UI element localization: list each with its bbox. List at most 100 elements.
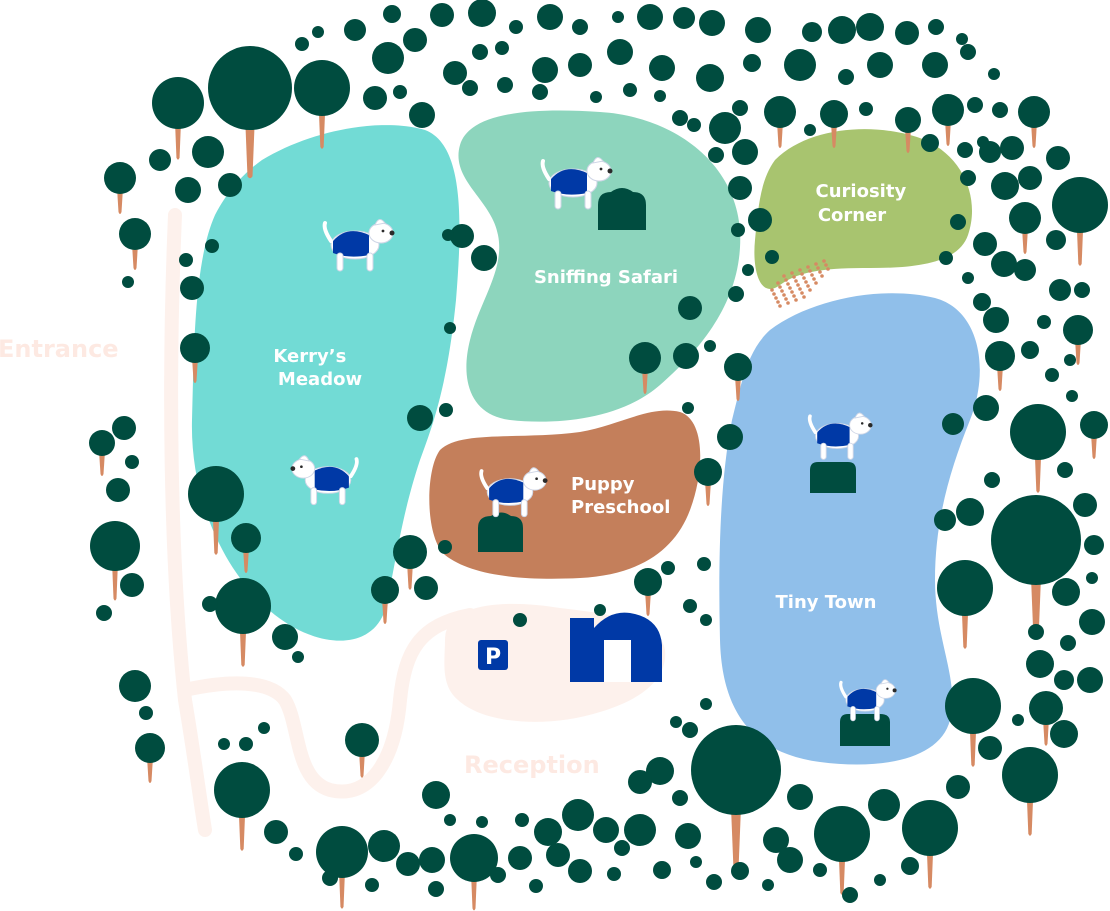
- tree-icon: [497, 77, 513, 93]
- tree-icon: [984, 472, 1000, 488]
- tree-icon: [946, 775, 970, 799]
- tree-canopy: [675, 823, 701, 849]
- tree-canopy: [122, 276, 134, 288]
- tree-canopy: [978, 736, 1002, 760]
- tree-canopy: [717, 424, 743, 450]
- tree-icon: [706, 874, 722, 890]
- tree-canopy: [407, 405, 433, 431]
- tree-icon: [1052, 578, 1080, 606]
- tree-canopy: [991, 172, 1019, 200]
- tree-icon: [678, 296, 702, 320]
- tree-canopy: [960, 44, 976, 60]
- tree-canopy: [646, 757, 674, 785]
- tree-canopy: [205, 239, 219, 253]
- tree-canopy: [371, 576, 399, 604]
- tree-icon: [973, 232, 997, 256]
- tree-icon: [967, 97, 983, 113]
- tree-icon: [368, 830, 400, 862]
- tree-canopy: [393, 85, 407, 99]
- tree-icon: [1084, 535, 1104, 555]
- tree-canopy: [590, 91, 602, 103]
- tree-icon: [572, 19, 588, 35]
- tree-icon: [562, 799, 594, 831]
- tree-canopy: [208, 46, 292, 130]
- tree-canopy: [1009, 202, 1041, 234]
- tree-icon: [991, 251, 1017, 277]
- tree-canopy: [104, 162, 136, 194]
- tree-canopy: [743, 54, 761, 72]
- tree-canopy: [950, 214, 966, 230]
- tree-icon: [973, 395, 999, 421]
- tree-icon: [945, 678, 1001, 767]
- tree-canopy: [696, 64, 724, 92]
- tree-canopy: [1052, 578, 1080, 606]
- tree-canopy: [624, 814, 656, 846]
- zone-kerrys-meadow[interactable]: [191, 125, 460, 641]
- tree-canopy: [508, 846, 532, 870]
- tree-icon: [1049, 279, 1071, 301]
- hatch-dot: [790, 271, 794, 275]
- tree-icon: [192, 136, 224, 168]
- tree-canopy: [1018, 96, 1050, 128]
- tree-icon: [699, 10, 725, 36]
- hatch-dot: [784, 297, 788, 301]
- tree-canopy: [312, 26, 324, 38]
- tree-canopy: [934, 509, 956, 531]
- tree-icon: [214, 762, 270, 851]
- tree-icon: [438, 540, 452, 554]
- tree-canopy: [125, 455, 139, 469]
- tree-canopy: [1050, 720, 1078, 748]
- tree-canopy: [991, 495, 1081, 585]
- hatch-dot: [792, 275, 796, 279]
- zone-sniffing-safari[interactable]: [458, 110, 741, 422]
- hatch-dot: [814, 281, 818, 285]
- tree-icon: [1037, 315, 1051, 329]
- tree-canopy: [594, 604, 606, 616]
- parking-icon[interactable]: P: [478, 640, 508, 670]
- zone-curiosity-corner[interactable]: [754, 129, 973, 289]
- tree-canopy: [745, 17, 771, 43]
- tree-icon: [594, 604, 606, 616]
- tree-icon: [939, 251, 953, 265]
- tree-canopy: [180, 333, 210, 363]
- tree-icon: [1018, 166, 1042, 190]
- zone-puppy-preschool[interactable]: [429, 410, 701, 579]
- tree-icon: [365, 878, 379, 892]
- tree-icon: [515, 813, 529, 827]
- zone-tiny-town[interactable]: [719, 293, 980, 765]
- tree-icon: [732, 139, 758, 165]
- tree-icon: [804, 124, 816, 136]
- tree-icon: [383, 5, 401, 23]
- tree-icon: [700, 698, 712, 710]
- tree-icon: [1012, 714, 1024, 726]
- tree-icon: [292, 651, 304, 663]
- tree-canopy: [742, 264, 754, 276]
- tree-canopy: [192, 136, 224, 168]
- tree-canopy: [1084, 535, 1104, 555]
- tree-canopy: [472, 44, 488, 60]
- tree-icon: [624, 814, 656, 846]
- tree-icon: [874, 874, 886, 886]
- b-logo-icon[interactable]: [570, 612, 662, 682]
- tree-icon: [983, 307, 1009, 333]
- tree-icon: [509, 20, 523, 34]
- tree-canopy: [139, 706, 153, 720]
- entrance-label: Entrance: [0, 335, 119, 363]
- tree-icon: [957, 142, 973, 158]
- tree-canopy: [762, 879, 774, 891]
- tree-canopy: [939, 251, 953, 265]
- tree-canopy: [731, 862, 749, 880]
- tree-icon: [672, 110, 688, 126]
- tree-trunk: [642, 367, 648, 394]
- tree-icon: [731, 223, 745, 237]
- tree-trunk: [831, 122, 837, 148]
- tree-icon: [748, 208, 772, 232]
- tree-canopy: [344, 19, 366, 41]
- tree-icon: [1028, 624, 1044, 640]
- tree-icon: [743, 54, 761, 72]
- tree-icon: [956, 33, 968, 45]
- tree-canopy: [672, 110, 688, 126]
- tree-icon: [901, 857, 919, 875]
- tree-canopy: [784, 49, 816, 81]
- tree-icon: [1045, 368, 1059, 382]
